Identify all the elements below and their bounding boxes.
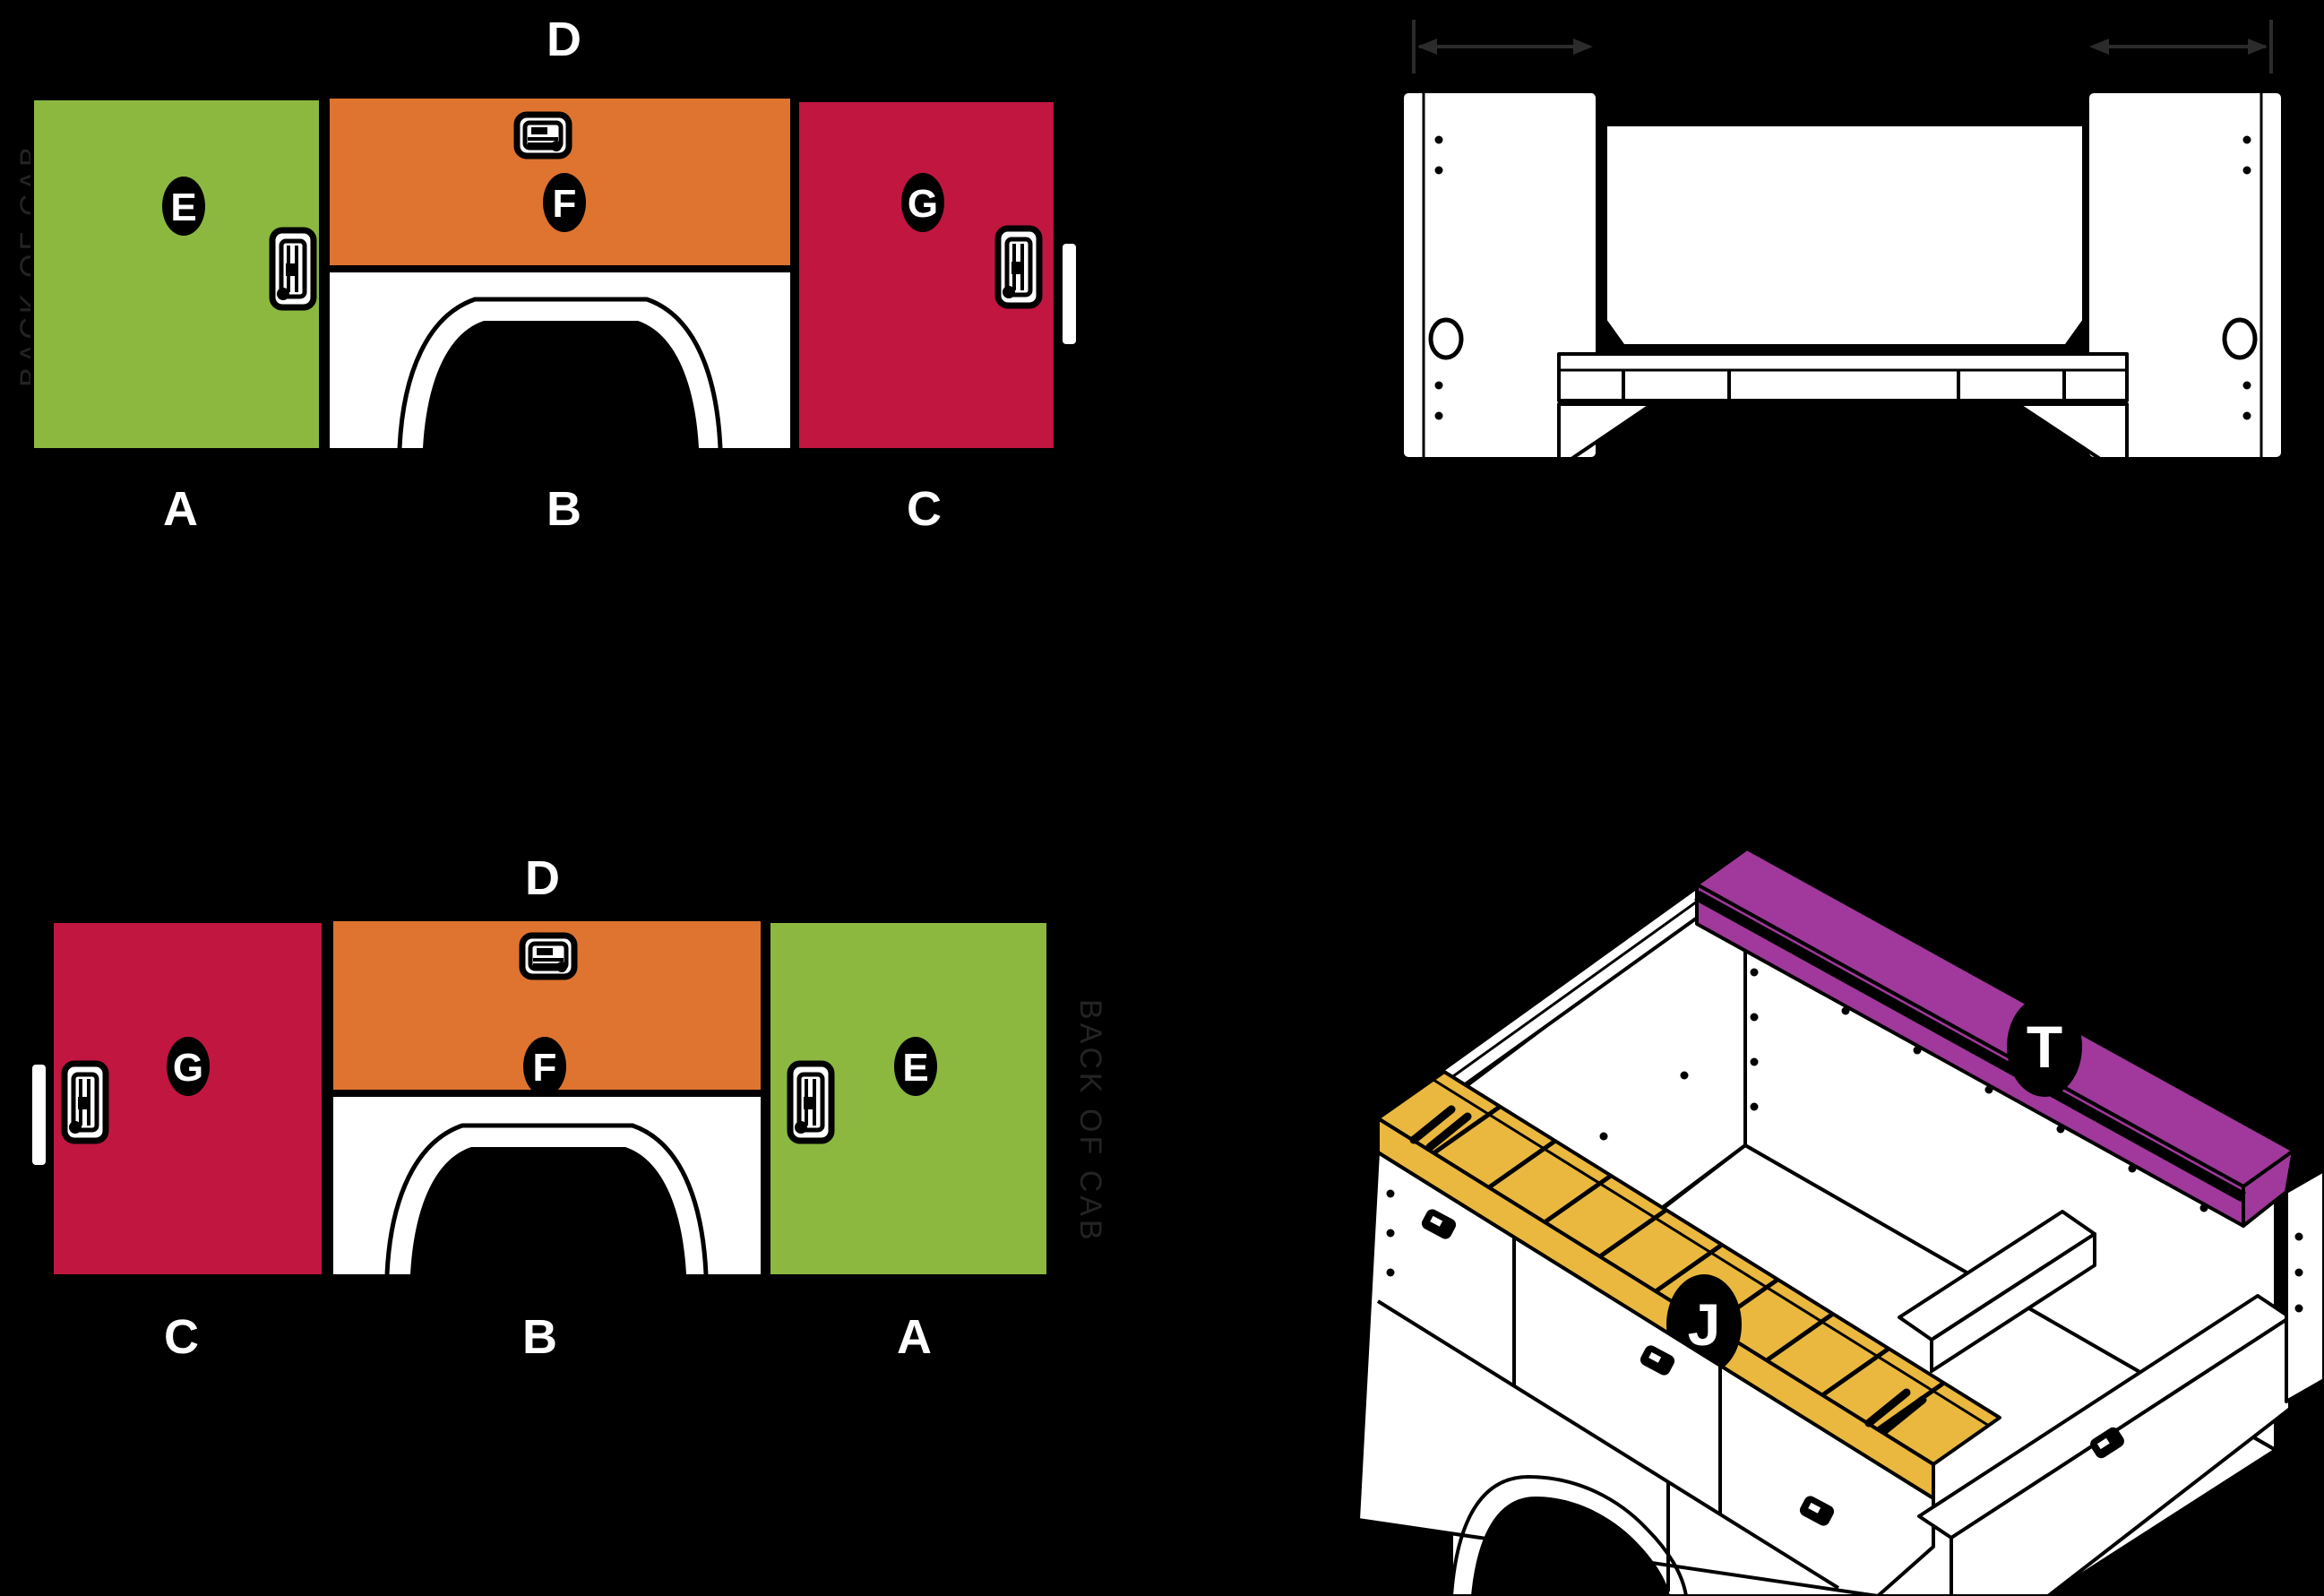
wheel-arch-outline xyxy=(397,297,723,449)
tailgate-face xyxy=(1950,1316,2292,1596)
cover-badge-letter: T xyxy=(2027,1014,2062,1080)
door-latch-icon xyxy=(998,229,1039,306)
wheelwell-box xyxy=(1898,1210,2096,1373)
tail-lamp-hole xyxy=(2222,317,2258,360)
curbside-view: BACK OF CAB D E F G A B C xyxy=(14,13,1076,536)
rear-underbody-left xyxy=(1557,402,1654,461)
rear-step-bumper xyxy=(1557,352,2129,402)
wheel-arch-outline xyxy=(1450,1474,1688,1596)
dim-label-a: A xyxy=(897,1310,933,1364)
bolt-hole-dot xyxy=(2242,135,2251,144)
door-badge-f: F xyxy=(523,1037,566,1096)
wheel-arch-opening xyxy=(1471,1497,1670,1596)
bolt-hole-dot xyxy=(1434,381,1443,390)
rear-corner-post xyxy=(2285,1169,2324,1403)
door-badge-e: E xyxy=(162,177,205,236)
door-latch-icon xyxy=(65,1064,106,1141)
width-dimension-right xyxy=(2089,20,2273,73)
top-cover-panel xyxy=(1694,847,2295,1228)
door-badge-f: F xyxy=(543,173,586,232)
rear-tailgate-panel xyxy=(1604,123,2086,348)
back-of-cab-label: BACK OF CAB xyxy=(1073,999,1107,1244)
curbside-outer-wall xyxy=(1356,1151,1935,1596)
rear-view xyxy=(1400,20,2285,461)
door-badge-letter: F xyxy=(533,1046,557,1090)
door-badge-letter: F xyxy=(553,182,577,226)
tail-lamp-marker xyxy=(1063,244,1076,344)
cargo-hook-icon xyxy=(1409,1105,1472,1152)
cover-badge-t: T xyxy=(2007,996,2082,1097)
door-badge-letter: E xyxy=(170,185,196,229)
tailgate-assembly xyxy=(1917,1169,2324,1596)
bolt-hole-dot xyxy=(1434,411,1443,420)
lid-latch-icon xyxy=(522,936,574,977)
wheel-arch-opening xyxy=(410,1147,686,1274)
tail-lamp-hole xyxy=(1428,317,1464,360)
tail-lamp-marker xyxy=(32,1065,46,1165)
dim-label-b: B xyxy=(522,1310,558,1364)
shelf-rungs xyxy=(1432,1104,1946,1432)
isometric-view: T J xyxy=(1356,847,2324,1596)
bolt-hole-dot xyxy=(1434,135,1443,144)
door-badge-e: E xyxy=(894,1037,937,1096)
rear-left-panel xyxy=(1400,90,1599,461)
door-badge-g: G xyxy=(901,173,944,232)
dim-label-c: C xyxy=(164,1310,200,1364)
dim-label-a: A xyxy=(163,482,199,536)
rear-right-panel xyxy=(2086,90,2285,461)
dim-label-c: C xyxy=(907,482,943,536)
rear-underbody-right xyxy=(2016,402,2129,461)
dim-label-b: B xyxy=(547,482,582,536)
width-dimension-left xyxy=(1412,20,1593,73)
streetside-view: D G F E C B A BACK OF CAB xyxy=(32,851,1107,1364)
wheel-arch-opening xyxy=(423,321,699,448)
bolt-hole-dot xyxy=(1434,166,1443,175)
door-badge-g: G xyxy=(167,1037,210,1096)
cargo-hook-icon xyxy=(1864,1388,1927,1435)
top-dim-label-d: D xyxy=(525,851,561,905)
door-latch-icon xyxy=(790,1064,831,1141)
bolt-hole-dot xyxy=(2242,411,2251,420)
bolt-hole-dot xyxy=(2242,381,2251,390)
door-badge-letter: G xyxy=(908,182,938,226)
door-latch-icon xyxy=(272,230,314,307)
door-badge-letter: G xyxy=(173,1046,203,1090)
top-dim-label-d: D xyxy=(547,13,582,66)
wheel-arch-outline xyxy=(384,1123,709,1275)
lid-latch-icon xyxy=(517,115,569,156)
door-badge-letter: E xyxy=(902,1046,928,1090)
bolt-hole-dot xyxy=(2242,166,2251,175)
